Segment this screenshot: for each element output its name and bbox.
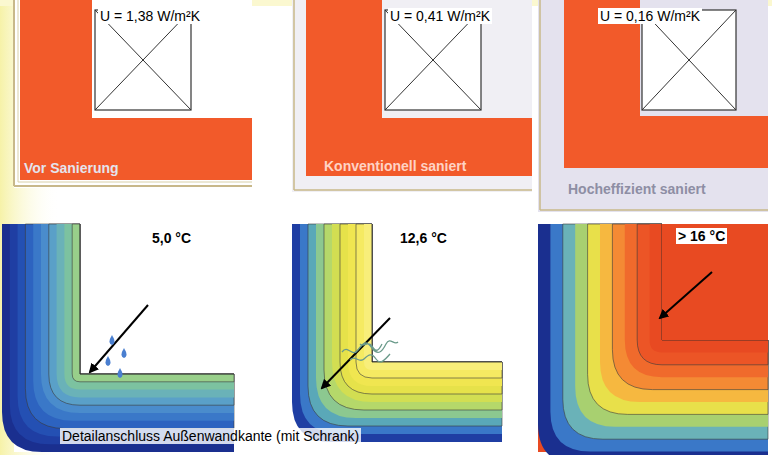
u-value: U = 0,41 W/m²K xyxy=(388,8,492,24)
pointer-arrow xyxy=(90,305,148,372)
thermal-image xyxy=(538,224,768,455)
thermal-image xyxy=(2,224,234,452)
pointer-arrow xyxy=(660,272,712,318)
thermal-image xyxy=(292,224,502,442)
u-value: U = 1,38 W/m²K xyxy=(98,8,202,24)
panel-title: Vor Sanierung xyxy=(22,160,121,176)
water-drops xyxy=(106,335,127,378)
caption-note: Detailanschluss Außenwandkante (mit Schr… xyxy=(60,428,361,444)
wall-section xyxy=(538,0,768,212)
wall-section xyxy=(14,0,252,188)
mold-symbol xyxy=(342,341,398,362)
temperature-value: 12,6 °C xyxy=(398,230,449,246)
panel-title: Konventionell saniert xyxy=(322,158,468,174)
panel-title: Hocheffizient saniert xyxy=(566,181,708,197)
wall-section xyxy=(292,0,532,192)
u-value: U = 0,16 W/m²K xyxy=(598,8,702,24)
pointer-arrow xyxy=(322,318,390,388)
temperature-value: > 16 °C xyxy=(676,228,727,244)
temperature-value: 5,0 °C xyxy=(150,230,193,246)
